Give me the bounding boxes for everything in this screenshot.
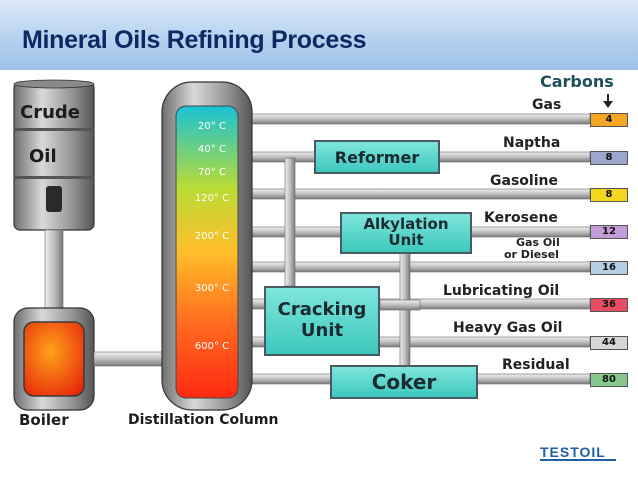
boiler [13,307,95,411]
temp-reading: 600° C [194,341,230,352]
product-label-kerosene: Kerosene [484,210,558,226]
product-label-diesel: or Diesel [504,248,559,261]
carbon-count-diesel: 16 [590,261,628,275]
carbon-count-residual: 80 [590,373,628,387]
product-label-heavy-gas-oil: Heavy Gas Oil [453,320,563,336]
boiler-fire [23,321,85,397]
product-label-gas: Gas [532,97,562,113]
carbon-count-gasoline: 8 [590,188,628,202]
carbon-count-heavy-gas-oil: 44 [590,336,628,350]
product-label-gas-oil: Gas Oil [516,236,560,249]
reformer-unit: Reformer [314,140,440,174]
temp-reading: 20° C [198,121,226,132]
boiler-to-column-pipe [93,351,167,367]
coker-label: Coker [371,370,437,394]
pipe-gasoline [249,188,591,200]
title-banner [0,0,638,70]
page-title: Mineral Oils Refining Process [22,26,367,54]
alkylation-label-line2: Unit [388,231,424,249]
carbon-count-gas: 4 [590,113,628,127]
crude-label: Crude [20,102,80,123]
drum-valve [46,186,62,212]
temp-reading: 120° C [194,193,230,204]
cracking-unit: Cracking Unit [264,286,380,356]
cracking-label-line2: Unit [300,320,344,341]
logo-underline [540,459,616,461]
temp-reading: 300° C [194,283,230,294]
oil-label: Oil [29,146,57,167]
temp-reading: 40° C [198,144,226,155]
carbons-arrow-icon [603,94,613,108]
pipe-gas [249,113,591,125]
drum-to-boiler-pipe [44,229,64,311]
temp-reading: 200° C [194,231,230,242]
carbon-count-naptha: 8 [590,151,628,165]
distillation-column-label: Distillation Column [128,412,279,428]
product-label-lubricating-oil: Lubricating Oil [443,283,560,299]
reformer-label: Reformer [334,147,420,167]
coker-unit: Coker [330,365,478,399]
product-label-naptha: Naptha [503,135,561,151]
alkylation-unit: Alkylation Unit [340,212,472,254]
connection-pipes [284,157,421,385]
distillation-column [161,81,253,411]
pipe-diesel [249,261,591,273]
carbons-label: Carbons [540,72,614,91]
temp-reading: 70° C [198,167,226,178]
product-label-gasoline: Gasoline [490,173,558,189]
alkylation-label-line1: Alkylation [363,215,449,234]
crude-oil-drum [13,79,95,231]
boiler-label: Boiler [19,411,69,429]
product-label-residual: Residual [502,357,570,373]
testoil-logo: TESTOIL [540,444,606,460]
carbon-count-kerosene: 12 [590,225,628,239]
cracking-label-line1: Cracking [277,299,367,321]
carbon-count-lubricating-oil: 36 [590,298,628,312]
